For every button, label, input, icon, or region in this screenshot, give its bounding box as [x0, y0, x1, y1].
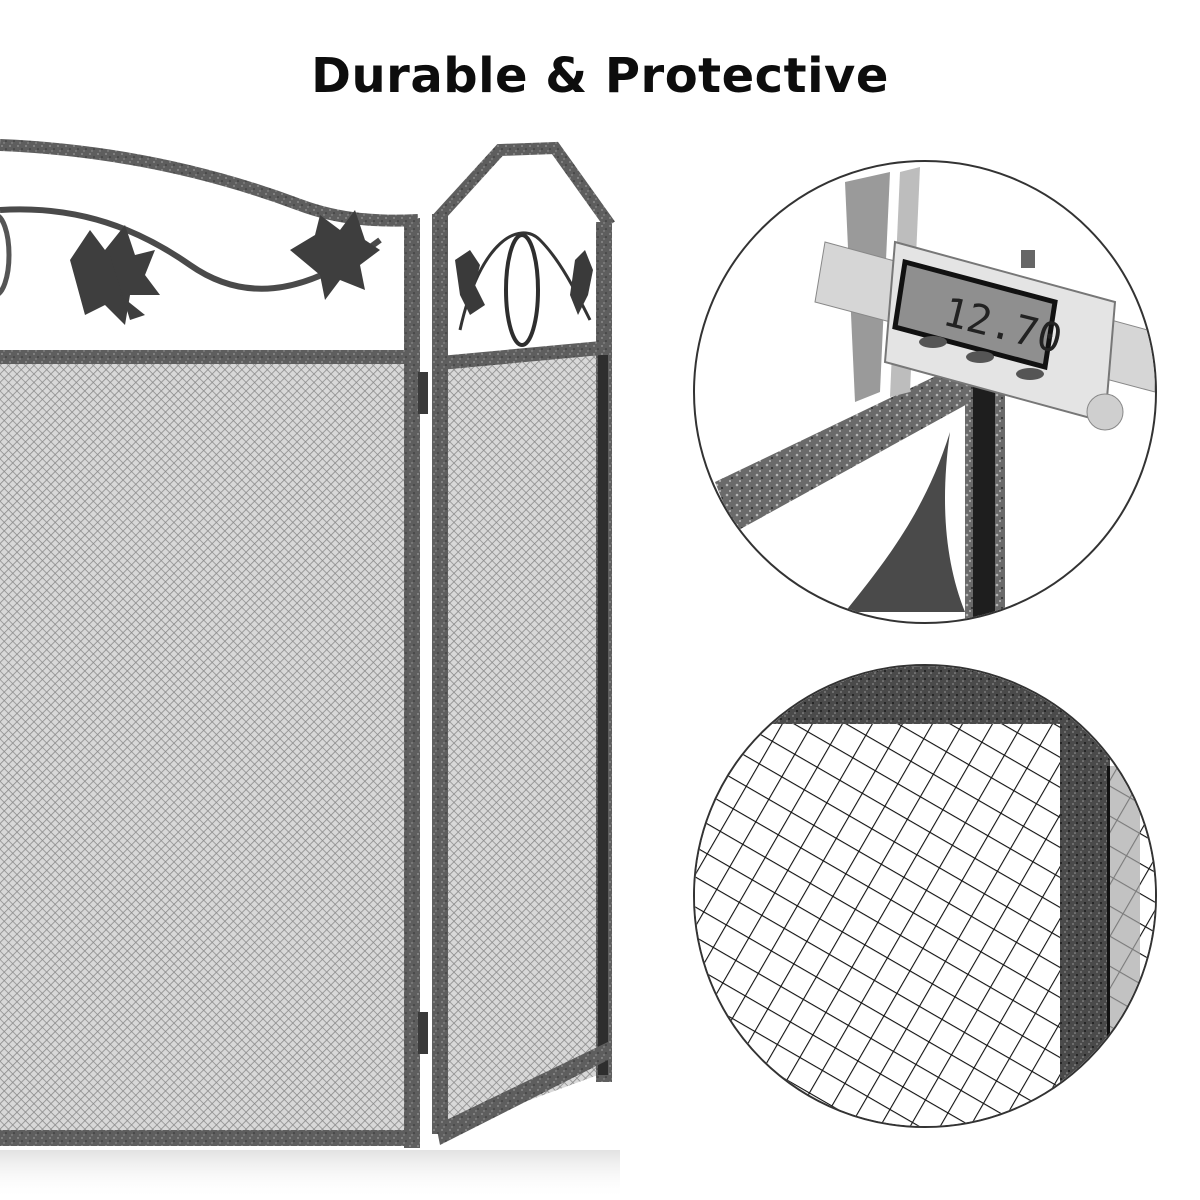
leaf-ornament	[70, 210, 380, 325]
caliper-measurement-image: 12.70	[715, 167, 1155, 622]
left-panel	[0, 139, 428, 1148]
mesh-closeup-image	[695, 666, 1155, 1126]
page-title: Durable & Protective	[311, 48, 889, 104]
mesh-detail-circle	[693, 664, 1157, 1128]
caliper-detail-circle: 12.70	[693, 160, 1157, 624]
right-panel	[432, 141, 615, 1145]
fireplace-screen-image	[0, 139, 620, 1200]
